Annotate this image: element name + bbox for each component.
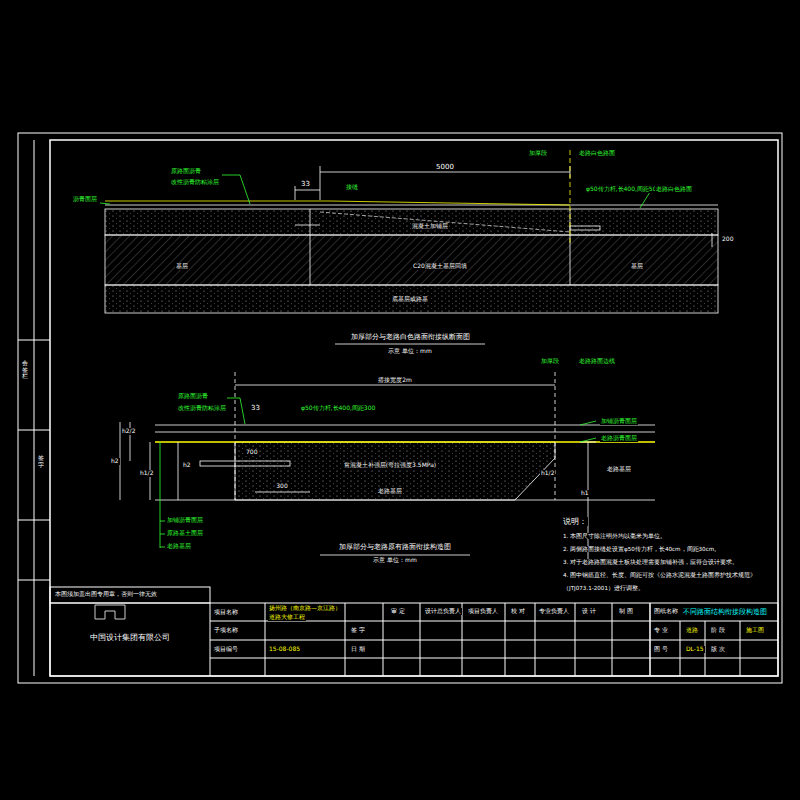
drawing-label: 日 期 [350,646,366,653]
drawing-label: 搭接宽度2m [377,377,413,384]
drawing-label: 设计总负责人 [424,608,462,615]
drawing-label: 改性沥青防粘涂层 [170,179,220,186]
drawing-label: 老路基层 [166,543,192,550]
drawing-label: 老路白色路面 [578,150,616,157]
drawing-label: h1/2 [540,470,555,477]
drawing-label: 基层 [175,263,189,270]
drawing-label: h1 [580,490,590,497]
drawing-label: 图 号 [653,646,669,653]
drawing-label: 示意 单位：mm [387,348,433,355]
drawing-label: 设 计 [581,608,597,615]
drawing-label: 200 [721,236,734,243]
drawing-label: 中国设计集团有限公司 [89,633,171,642]
drawing-label: 项目编号 [213,646,239,653]
drawing-label: 底基层或路基 [391,296,429,303]
drawing-label: 图纸名称 [653,608,679,615]
drawing-label: 加厚部分与老路原有路面衔接构造图 [338,543,452,551]
drawing-label: 接缝 [345,184,359,191]
drawing-label: 加铺沥青面层 [166,517,204,524]
drawing-label: （JTJ073.1-2001）进行调整。 [562,585,645,591]
drawing-label: 加厚部分与老路白色路面衔接纵断面图 [350,333,471,341]
drawing-label: 基层 [630,263,644,270]
drawing-label: 改性沥青防粘涂层 [177,405,227,412]
drawing-label: 2. 两侧路面接缝处设置φ50传力杆，长40cm，间距30cm。 [562,546,721,552]
drawing-label: h2 [110,458,120,465]
drawing-label: C20混凝土基层回填 [412,263,468,270]
drawing-label: 专业负责人 [538,608,570,615]
drawing-label: 项目负责人 [467,608,499,615]
drawing-label: 1. 本图尺寸除注明外均以毫米为单位。 [562,533,667,539]
drawing-label: 5000 [435,163,455,171]
drawing-label: DL-15 [685,646,705,653]
drawing-label: 老路基层 [606,466,632,473]
drawing-label: 专 业 [653,627,669,634]
drawing-label: h2 [182,462,192,469]
drawing-label: 道路大修工程 [268,614,306,621]
drawing-label: 加厚段 [540,358,560,365]
drawing-label: 33 [300,180,311,188]
drawing-label: 沥青面层 [72,196,98,203]
drawing-label: 说明： [562,517,588,526]
drawing-label: 原路面沥青 [170,168,202,175]
drawing-label: 签 字 [350,627,366,634]
drawing-label: 施工图 [745,627,765,634]
drawing-label: 3. 对于老路路面混凝土板块处理需要加铺补强，应符合设计要求。 [562,559,739,565]
drawing-label: 本图须加盖出图专用章，否则一律无效 [54,591,158,598]
drawing-label: 原路基土面层 [166,530,204,537]
drawing-label: h1/2 [139,470,154,477]
drawing-label: 老路路面边线 [578,358,616,365]
drawing-label: 道路 [685,627,699,634]
drawing-label: 制 图 [618,608,634,615]
drawing-label: 老路白色路面 [655,186,693,193]
drawing-label: 签字 [37,455,45,468]
drawing-label: 加厚段 [528,150,548,157]
drawing-label: 会签栏 [21,360,29,380]
drawing-label: 300 [275,483,288,490]
drawing-label: 审 定 [390,608,406,615]
drawing-label: 项目名称 [213,609,239,616]
drawing-label: h2/2 [121,428,136,435]
drawing-label: 原路面沥青 [177,393,209,400]
drawing-label: 混凝土加铺层 [411,223,449,230]
drawing-label: 4. 图中钢筋直径、长度、间距可按《公路水泥混凝土路面养护技术规范》 [562,572,757,578]
drawing-label: φ50传力杆,长400,间距300 [300,405,376,412]
drawing-title: 不同路面结构衔接段构造图 [682,608,768,616]
drawing-label: 老路沥青面层 [600,435,638,442]
drawing-label: 老路基层 [377,488,403,495]
drawing-label: 扬州路（南京路—京江路） [268,605,342,612]
drawing-label: 贫混凝土补强层(弯拉强度3.5MPa) [343,462,437,469]
drawing-label: 子项名称 [213,627,239,634]
drawing-label: 校 对 [510,608,526,615]
drawing-label: φ50传力杆,长400,间距500 [585,186,661,193]
drawing-label: 15-08-085 [268,646,301,653]
drawing-label: 700 [245,449,258,456]
drawing-label: 阶 段 [710,627,726,634]
drawing-label: 版 次 [710,646,726,653]
drawing-label: 33 [250,404,261,412]
drawing-label: 示意 单位：mm [372,557,418,564]
drawing-label: 加铺沥青面层 [600,418,638,425]
